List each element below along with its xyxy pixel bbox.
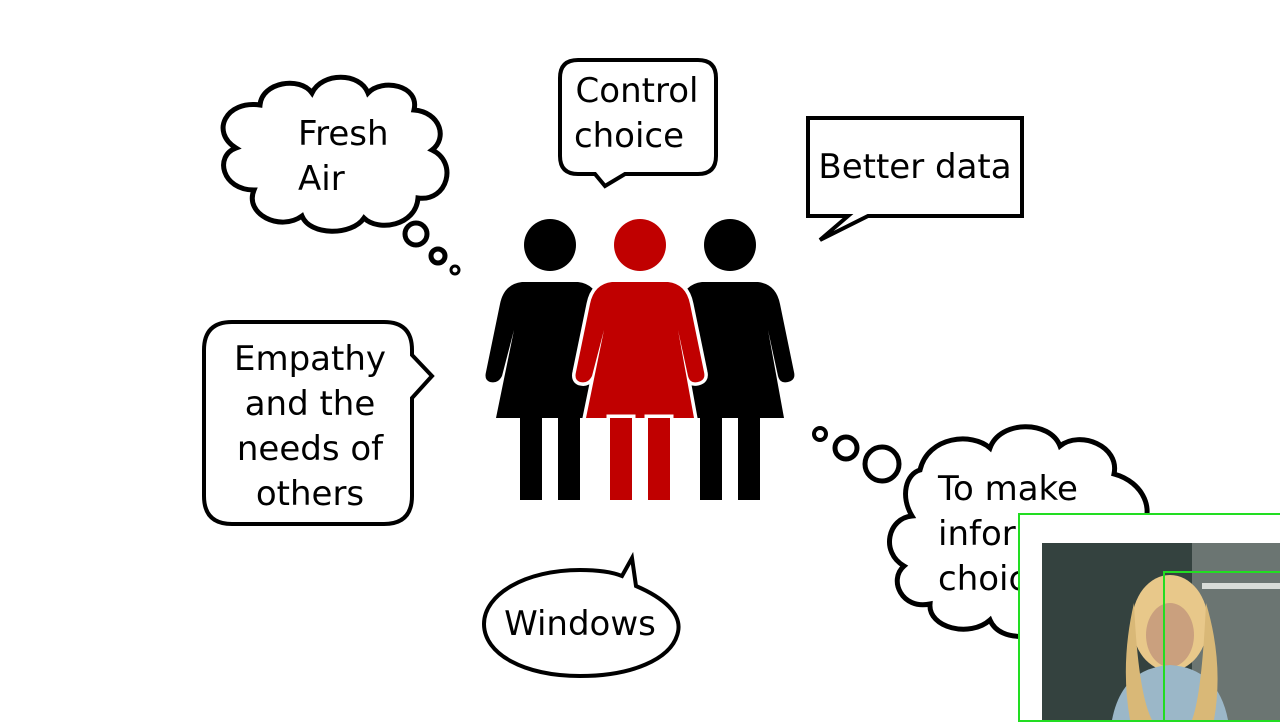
webcam-overlay — [1018, 513, 1280, 722]
empathy-text: Empathy and the needs of others — [210, 337, 410, 517]
control-choice-line: choice — [573, 116, 685, 156]
speech-bubble-empathy — [202, 320, 435, 526]
speech-oval-windows — [481, 551, 681, 679]
control-choice-text: Control choice — [562, 69, 712, 159]
speech-box-better-data — [806, 116, 1024, 242]
fresh-air-text: Fresh Air — [298, 112, 389, 202]
webcam-face-frame — [1163, 571, 1280, 720]
better-data-line: Better data — [818, 147, 1012, 187]
empathy-line: and the — [244, 384, 376, 424]
empathy-line: needs of — [236, 429, 384, 469]
empathy-line: others — [255, 474, 365, 514]
empathy-line: Empathy — [233, 339, 387, 379]
three-women-figures-icon — [485, 215, 795, 504]
speech-bubble-control-choice — [558, 58, 718, 189]
fresh-air-line: Air — [298, 159, 345, 199]
thought-cloud-fresh-air-icon — [220, 74, 461, 276]
windows-text: Windows — [490, 602, 670, 647]
control-choice-line: Control — [575, 71, 699, 111]
fresh-air-line: Fresh — [298, 114, 389, 154]
better-data-text: Better data — [810, 145, 1020, 190]
informed-line: To make — [938, 469, 1078, 509]
windows-line: Windows — [504, 604, 656, 644]
